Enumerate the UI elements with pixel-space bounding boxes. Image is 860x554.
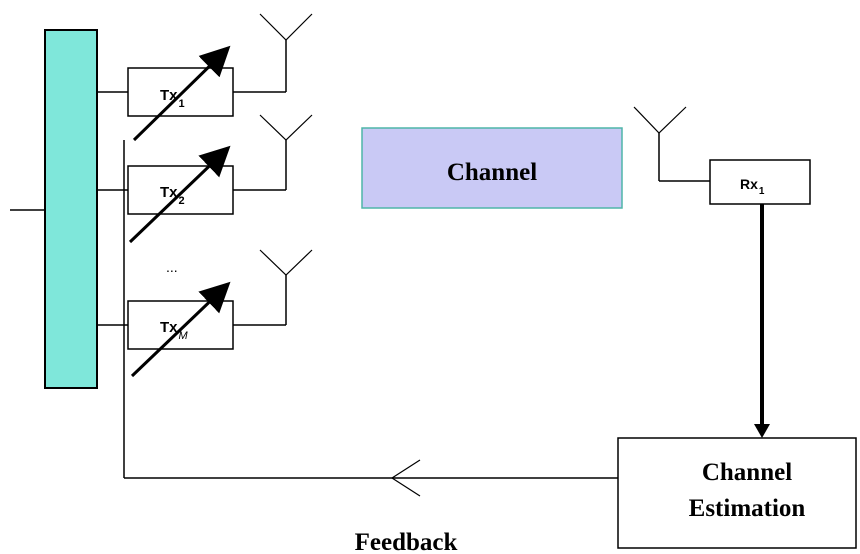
feedback-arrow-icon	[390, 459, 421, 497]
channel-box	[361, 127, 623, 209]
feedback-label: Feedback	[355, 529, 458, 554]
rx-to-estimation-arrow-icon	[754, 424, 770, 438]
rx1-box	[709, 159, 811, 205]
precoder-bar	[44, 29, 98, 389]
channel-estimation-line2: Estimation	[689, 495, 806, 522]
channel-estimation-line1: Channel	[702, 459, 792, 486]
tx2-label: Tx2	[160, 184, 185, 207]
tx2-adjust-arrow-icon	[128, 145, 231, 244]
rx1-label: Rx1	[740, 176, 765, 197]
transmitter-ellipsis: ...	[166, 259, 178, 275]
rx1-antenna-icon	[633, 106, 687, 134]
tx2-antenna-icon	[259, 114, 313, 141]
txm-label: TxM	[160, 319, 189, 342]
channel-estimation-box	[617, 437, 857, 549]
txm-adjust-arrow-icon	[130, 281, 231, 378]
txm-box	[127, 300, 234, 350]
txm-antenna-icon	[259, 249, 313, 276]
tx1-adjust-arrow-icon	[132, 45, 231, 142]
channel-label: Channel	[447, 159, 537, 186]
tx1-antenna-icon	[259, 13, 313, 41]
